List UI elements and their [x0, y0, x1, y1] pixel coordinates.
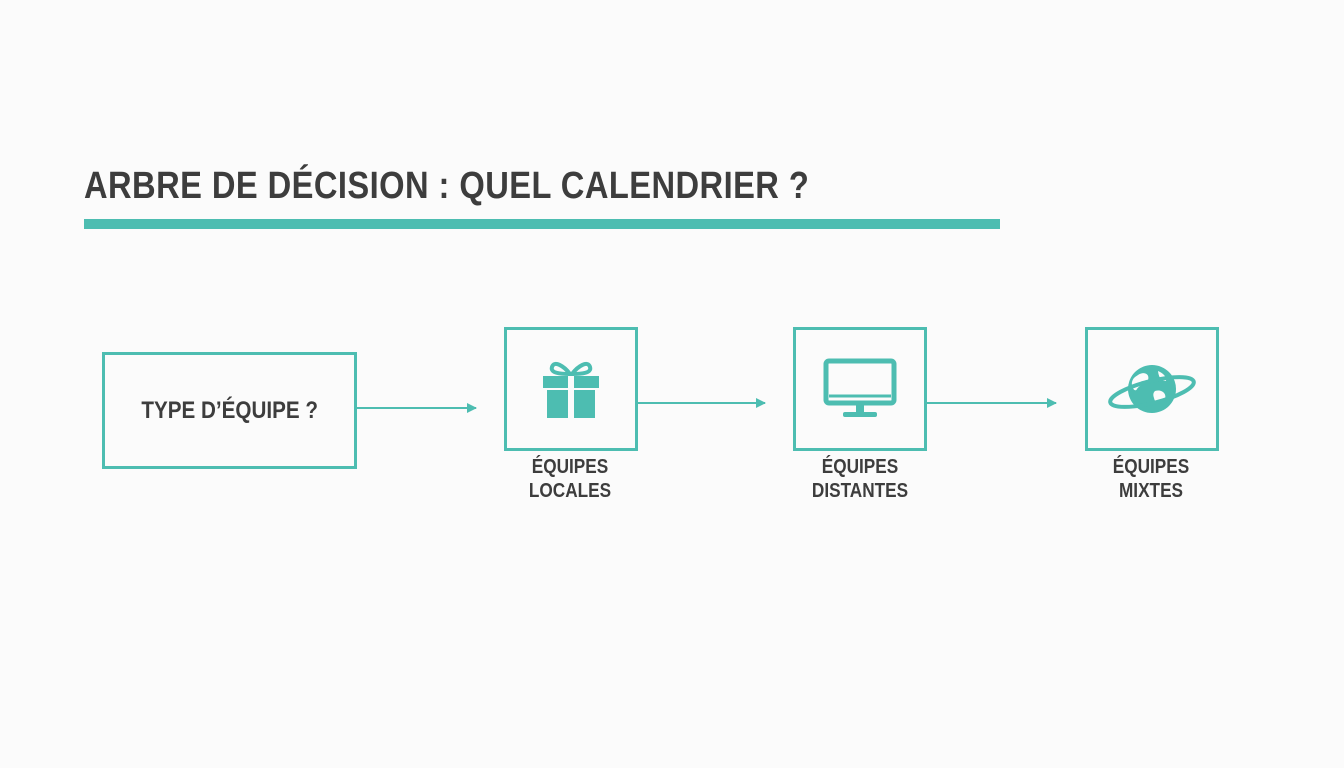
option-remote-box	[793, 327, 927, 451]
diagram-title: ARBRE DE DÉCISION : QUEL CALENDRIER ?	[84, 165, 810, 207]
globe-icon	[1108, 365, 1196, 413]
option-mixed-label: ÉQUIPES MIXTES	[1051, 455, 1251, 503]
gift-icon	[543, 362, 599, 418]
start-node: TYPE D’ÉQUIPE ?	[102, 352, 357, 469]
monitor-icon	[823, 358, 897, 417]
option-mixed-box	[1085, 327, 1219, 451]
option-remote-line1: ÉQUIPES	[821, 456, 899, 478]
option-mixed-line2: MIXTES	[1118, 480, 1184, 502]
option-mixed-line1: ÉQUIPES	[1112, 456, 1190, 478]
option-local-line1: ÉQUIPES	[531, 456, 609, 478]
option-local-label: ÉQUIPES LOCALES	[470, 455, 670, 503]
option-remote-label: ÉQUIPES DISTANTES	[760, 455, 960, 503]
option-local-box	[504, 327, 638, 451]
option-remote-line2: DISTANTES	[811, 480, 909, 502]
start-node-label: TYPE D’ÉQUIPE ?	[141, 396, 318, 424]
option-local-line2: LOCALES	[528, 480, 612, 502]
title-underline	[84, 219, 1000, 229]
